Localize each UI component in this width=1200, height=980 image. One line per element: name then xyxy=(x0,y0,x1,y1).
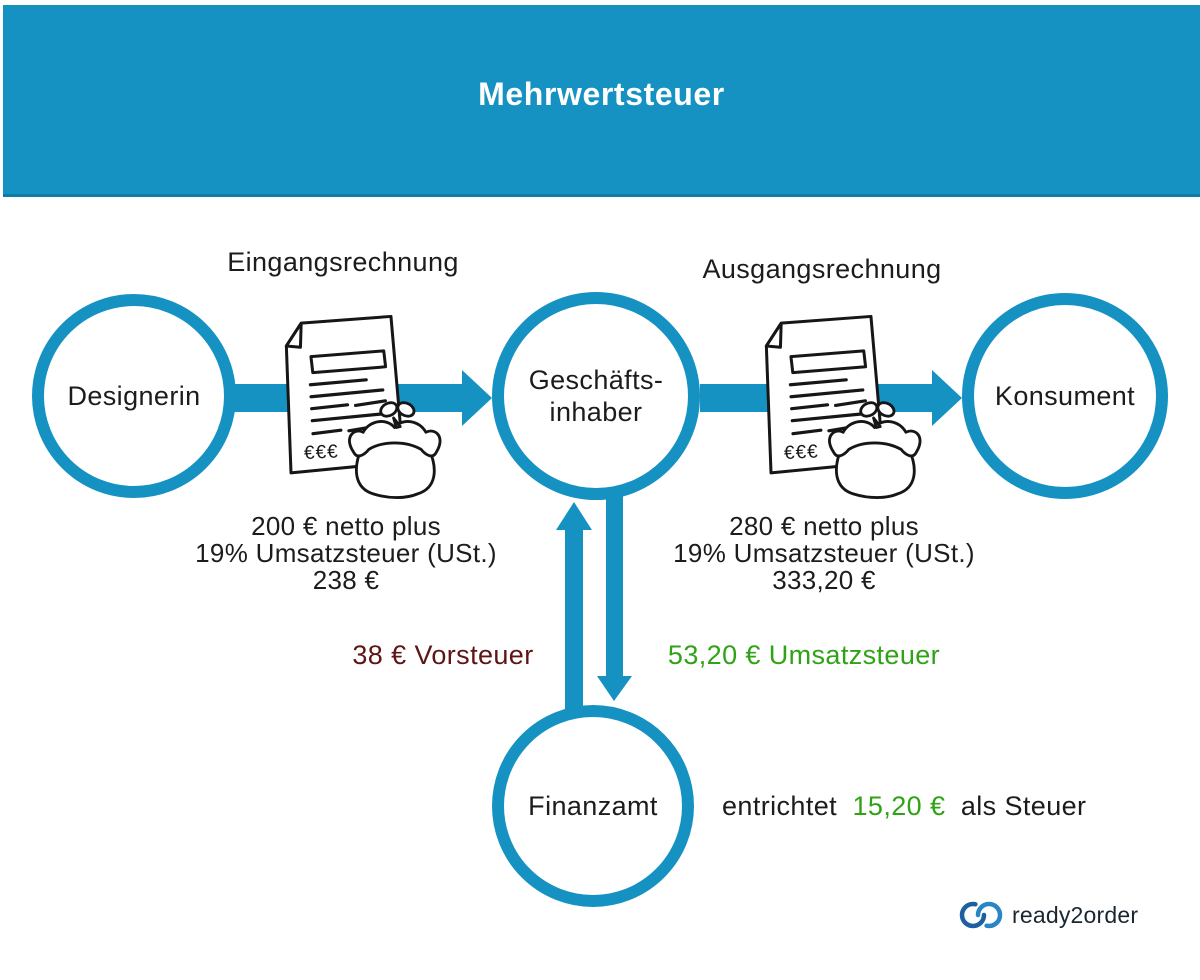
invoice-euro-text: €€€ xyxy=(303,441,339,464)
input-tax-label: 38 € Vorsteuer xyxy=(352,640,534,670)
purchase-amount-line1: 200 € netto plus xyxy=(251,511,441,541)
purchase-amount-line3: 238 € xyxy=(312,565,380,595)
arrow-owner-to-consumer-icon xyxy=(700,370,962,426)
node-designer-label: Designerin xyxy=(67,380,201,411)
sale-amount-line2: 19% Umsatzsteuer (USt.) xyxy=(673,538,975,568)
purchase-amount-block: 200 € netto plus 19% Umsatzsteuer (USt.)… xyxy=(195,513,497,594)
invoice-purse-icon xyxy=(761,314,922,500)
node-tax-office-label: Finanzamt xyxy=(528,790,658,821)
ready2order-rings-icon xyxy=(959,901,1003,929)
page-title: Mehrwertsteuer xyxy=(478,76,725,112)
incoming-invoice-label: Eingangsrechnung xyxy=(227,247,459,277)
outgoing-invoice-label: Ausgangsrechnung xyxy=(702,254,942,284)
arrow-owner-to-taxoffice-down-icon xyxy=(597,490,632,701)
brand-logo: ready2order xyxy=(955,896,1138,934)
arrow-taxoffice-to-owner-up-icon xyxy=(556,502,592,716)
invoice-document-icon: €€€ xyxy=(284,314,406,475)
node-consumer-label: Konsument xyxy=(994,380,1136,411)
brand-logo-text: ready2order xyxy=(1012,901,1139,928)
tax-office-note: entrichtet 15,20 € als Steuer xyxy=(722,791,1086,822)
purse-icon xyxy=(348,401,442,499)
node-consumer: Konsument xyxy=(962,293,1168,499)
tax-note-prefix: entrichtet xyxy=(722,791,838,821)
output-tax-label: 53,20 € Umsatzsteuer xyxy=(667,640,941,670)
header-banner: Mehrwertsteuer xyxy=(3,5,1200,197)
node-designer: Designerin xyxy=(32,294,236,498)
sale-amount-block: 280 € netto plus 19% Umsatzsteuer (USt.)… xyxy=(673,513,975,594)
arrow-designer-to-owner-icon xyxy=(228,370,492,426)
sale-amount-line3: 333,20 € xyxy=(772,565,876,595)
node-business-owner: Geschäfts- inhaber xyxy=(492,292,700,500)
node-tax-office: Finanzamt xyxy=(492,705,694,907)
node-business-owner-label: Geschäfts- inhaber xyxy=(528,364,664,427)
tax-note-amount: 15,20 € xyxy=(852,791,946,821)
tax-note-suffix: als Steuer xyxy=(960,791,1087,821)
purchase-amount-line2: 19% Umsatzsteuer (USt.) xyxy=(195,538,497,568)
invoice-purse-icon: €€€ xyxy=(284,314,442,499)
sale-amount-line1: 280 € netto plus xyxy=(729,511,919,541)
